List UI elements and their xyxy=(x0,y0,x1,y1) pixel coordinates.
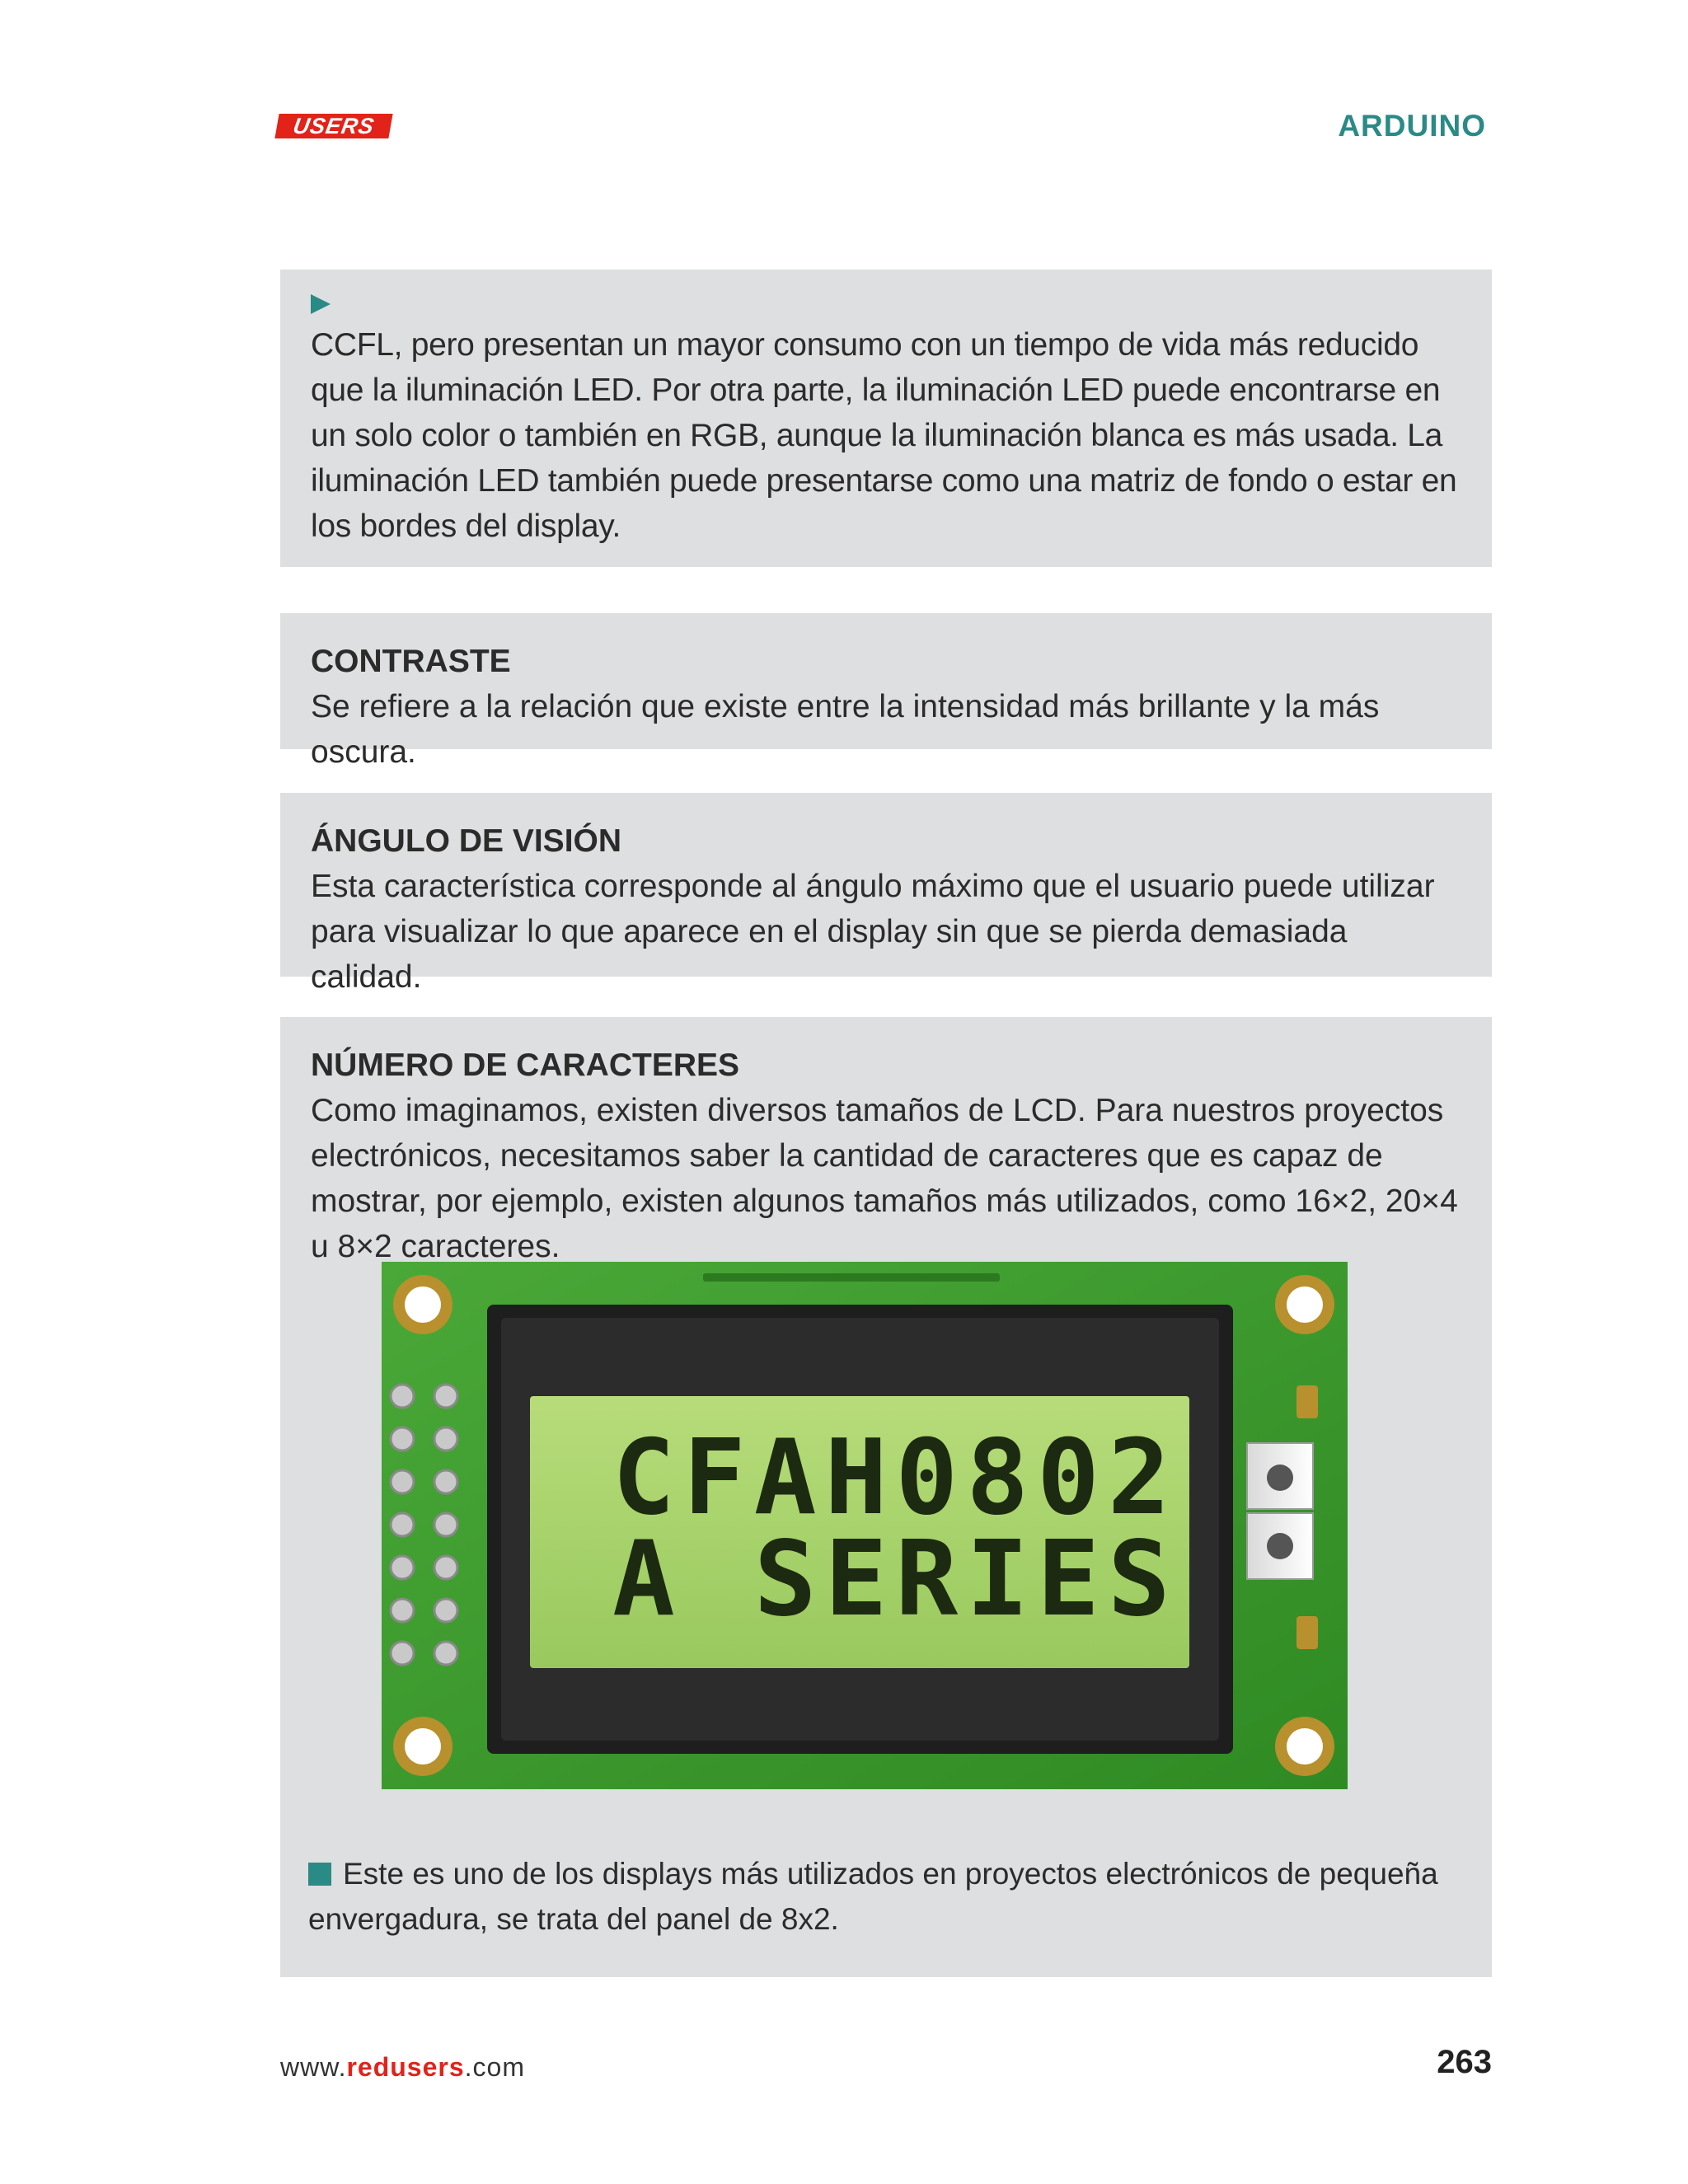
continuation-arrow-icon xyxy=(311,294,331,314)
figure-caption: Este es uno de los displays más utilizad… xyxy=(308,1851,1446,1942)
footer-url-brand: redusers xyxy=(346,2052,465,2082)
users-logo: USERS xyxy=(274,114,393,138)
lcd-line-2: A SERIES xyxy=(612,1518,1179,1639)
footer-url-suffix: .com xyxy=(464,2052,525,2082)
section-title: ARDUINO xyxy=(1338,109,1486,143)
text-box-continuation: CCFL, pero presentan un mayor consumo co… xyxy=(280,269,1492,567)
footer-url[interactable]: www.redusers.com xyxy=(280,2052,525,2083)
box1-text: CCFL, pero presentan un mayor consumo co… xyxy=(311,327,1457,544)
contrast-text: Se refiere a la relación que existe entr… xyxy=(311,689,1380,770)
backlight-connector xyxy=(1246,1442,1314,1580)
footer-url-prefix: www. xyxy=(280,2052,347,2082)
character-count-text: Como imaginamos, existen diversos tamaño… xyxy=(311,1093,1458,1264)
lcd-screen xyxy=(530,1396,1189,1668)
viewing-angle-box: ÁNGULO DE VISIÓN Esta característica cor… xyxy=(280,793,1492,995)
character-count-heading: NÚMERO DE CARACTERES xyxy=(311,1047,740,1083)
header-pins xyxy=(389,1383,459,1666)
viewing-angle-heading: ÁNGULO DE VISIÓN xyxy=(311,823,622,859)
character-count-box: NÚMERO DE CARACTERES Como imaginamos, ex… xyxy=(280,1017,1492,1977)
caption-square-icon xyxy=(308,1863,331,1886)
lcd-line-1: CFAH0802 xyxy=(612,1417,1179,1538)
contrast-heading: CONTRASTE xyxy=(311,644,511,679)
lcd-display-photo: CFAH0802 A SERIES xyxy=(382,1262,1348,1789)
contrast-box: CONTRASTE Se refiere a la relación que e… xyxy=(280,613,1492,770)
caption-text: Este es uno de los displays más utilizad… xyxy=(308,1857,1438,1936)
page-number: 263 xyxy=(1437,2044,1492,2080)
mounting-holes xyxy=(393,1275,1334,1776)
viewing-angle-text: Esta característica corresponde al ángul… xyxy=(311,869,1435,995)
